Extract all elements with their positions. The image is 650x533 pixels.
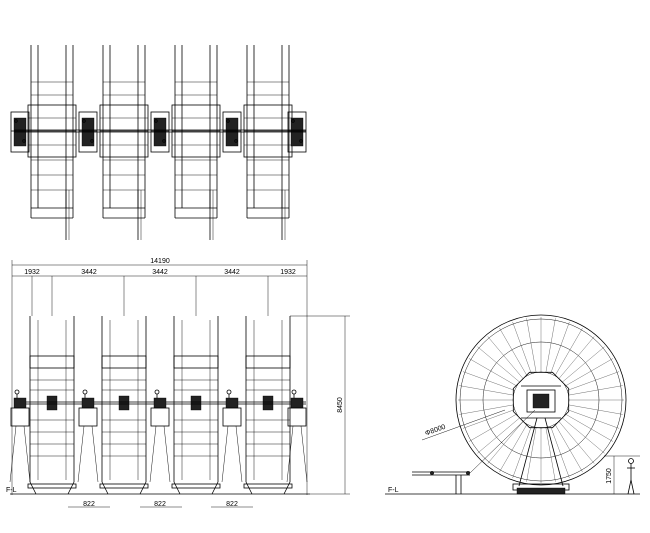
- wheel-spoke: [568, 385, 623, 396]
- span-dimensions: 1932 3442 3442 3442 1932: [24, 269, 296, 276]
- bottom-dim-3: 822: [226, 501, 238, 508]
- diameter-label: Φ8000: [424, 424, 446, 438]
- wheel-spoke: [487, 336, 524, 379]
- wheel-spoke: [554, 328, 583, 376]
- wheel-spoke: [550, 321, 570, 374]
- wheel-spoke: [499, 328, 528, 376]
- side-height-label: 1750: [606, 468, 613, 484]
- wheel-stand: [512, 417, 570, 495]
- front-bearing-2: [77, 389, 99, 483]
- height-dimension: 8450: [290, 315, 350, 495]
- person-figure: [627, 458, 635, 495]
- front-unit-1: [27, 316, 77, 495]
- wheel-spoke: [558, 336, 595, 379]
- wheel-spoke: [550, 426, 570, 479]
- wheel-spoke: [554, 424, 583, 472]
- front-unit-3: [171, 316, 221, 495]
- hub-frame: [512, 371, 570, 429]
- front-unit-4: [243, 316, 293, 495]
- wheel-spoke: [565, 358, 613, 387]
- bottom-dim-2: 822: [154, 501, 166, 508]
- plan-unit-2: [99, 45, 149, 240]
- wheel-rim-outer: [455, 314, 627, 486]
- hub-box: [526, 389, 556, 413]
- span-label-4: 3442: [224, 269, 240, 276]
- wheel-spoke: [469, 358, 517, 387]
- wheel-spoke: [459, 385, 514, 396]
- wheel-spoke: [526, 427, 537, 482]
- front-view: 14190 1932 3442 3442 3442 1932 8450 F-L …: [6, 258, 350, 508]
- overall-dimension: 14190: [11, 258, 308, 495]
- wheel-spoke: [462, 371, 515, 391]
- wheel-spoke: [568, 404, 623, 415]
- wheel-spoke: [477, 417, 520, 454]
- wheel-spoke: [462, 409, 515, 429]
- floor-label-side: F-L: [388, 487, 399, 494]
- wheel-spoke: [567, 409, 620, 429]
- front-unit-2: [99, 316, 149, 495]
- reel-wheel: [455, 314, 627, 495]
- wheel-spoke: [526, 318, 537, 373]
- height-label: 8450: [337, 397, 344, 413]
- wheel-spoke: [562, 417, 605, 454]
- wheel-spoke: [512, 426, 532, 479]
- wheel-spoke: [545, 318, 556, 373]
- wheel-spoke: [565, 413, 613, 442]
- wheel-spoke: [459, 404, 514, 415]
- plan-view: [10, 45, 307, 240]
- hub-core: [532, 393, 550, 409]
- wheel-spoke: [487, 421, 524, 464]
- span-label-2: 3442: [81, 269, 97, 276]
- wheel-spoke: [499, 424, 528, 472]
- front-units: [9, 276, 308, 495]
- side-platform: [412, 471, 471, 494]
- side-height-dimension: 1750: [604, 455, 640, 495]
- plan-unit-4: [243, 45, 293, 240]
- plan-unit-3: [171, 45, 221, 240]
- front-bearing-1: [9, 389, 31, 483]
- wheel-spoke: [545, 427, 556, 482]
- front-bearing-5: [286, 389, 308, 483]
- span-label-1: 1932: [24, 269, 40, 276]
- wheel-spoke: [469, 413, 517, 442]
- wheel-spoke: [512, 321, 532, 374]
- front-bearing-3: [149, 389, 171, 483]
- floor-label-front: F-L: [6, 487, 17, 494]
- wheel-spoke: [558, 421, 595, 464]
- front-bearing-4: [221, 389, 243, 483]
- wheel-spoke: [477, 346, 520, 383]
- bottom-dim-1: 822: [83, 501, 95, 508]
- side-view: F-L Φ8000 1750: [385, 314, 640, 495]
- wheel-spoke: [562, 346, 605, 383]
- span-label-5: 1932: [280, 269, 296, 276]
- bottom-dimensions: 822 822 822: [68, 501, 253, 508]
- span-label-3: 3442: [152, 269, 168, 276]
- overall-width-label: 14190: [150, 258, 170, 265]
- wheel-spoke: [567, 371, 620, 391]
- plan-unit-1: [27, 45, 77, 240]
